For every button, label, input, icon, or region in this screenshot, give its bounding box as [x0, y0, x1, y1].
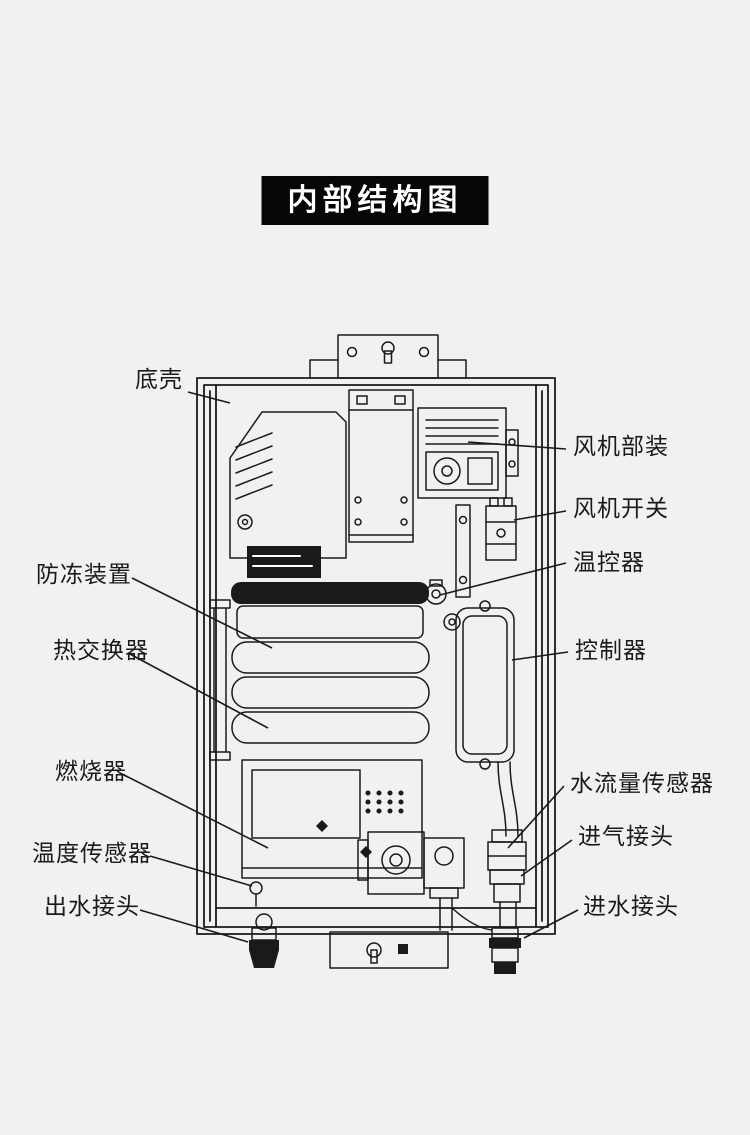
fan-assembly — [417, 407, 519, 499]
label-water-flow-sensor: 水流量传感器 — [570, 770, 714, 796]
right-pipe — [497, 761, 519, 837]
cabinet-shell — [196, 377, 556, 935]
right-bracket — [455, 504, 471, 598]
diagram-title-text: 内部结构图 — [287, 184, 463, 217]
label-gas-inlet: 进气接头 — [578, 823, 674, 849]
label-bottom-shell: 底壳 — [135, 366, 183, 392]
fan-switch — [485, 497, 517, 561]
water-outlet-fitting — [249, 913, 279, 968]
heat-exchanger — [231, 582, 430, 744]
controller — [455, 600, 515, 770]
left-pipe — [209, 599, 231, 761]
top-bracket — [309, 334, 467, 379]
gas-valve — [357, 831, 465, 899]
label-temperature-sensor: 温度传感器 — [32, 840, 152, 866]
flow-sensor — [487, 829, 527, 871]
label-controller: 控制器 — [575, 637, 647, 663]
leader-lines — [121, 391, 579, 943]
label-fan-switch: 风机开关 — [573, 495, 669, 521]
label-thermostat: 温控器 — [573, 549, 645, 575]
thermostat — [425, 579, 461, 631]
nameplate — [247, 546, 321, 578]
diagram-title: 内部结构图 — [261, 176, 489, 225]
fan-duct — [348, 389, 414, 543]
temperature-sensor-probe — [249, 881, 263, 907]
label-water-outlet: 出水接头 — [44, 893, 140, 919]
water-inlet-fitting — [489, 927, 521, 974]
label-fan-assembly: 风机部装 — [573, 433, 669, 459]
center-pipe — [439, 897, 517, 931]
label-heat-exchanger: 热交换器 — [53, 637, 149, 663]
bottom-bracket — [329, 931, 449, 969]
gas-inlet-fitting — [489, 869, 525, 903]
label-antifreeze-device: 防冻装置 — [36, 561, 132, 587]
label-water-inlet: 进水接头 — [583, 893, 679, 919]
combustion-cover — [229, 411, 347, 559]
label-burner: 燃烧器 — [55, 758, 127, 784]
burner — [241, 759, 423, 879]
